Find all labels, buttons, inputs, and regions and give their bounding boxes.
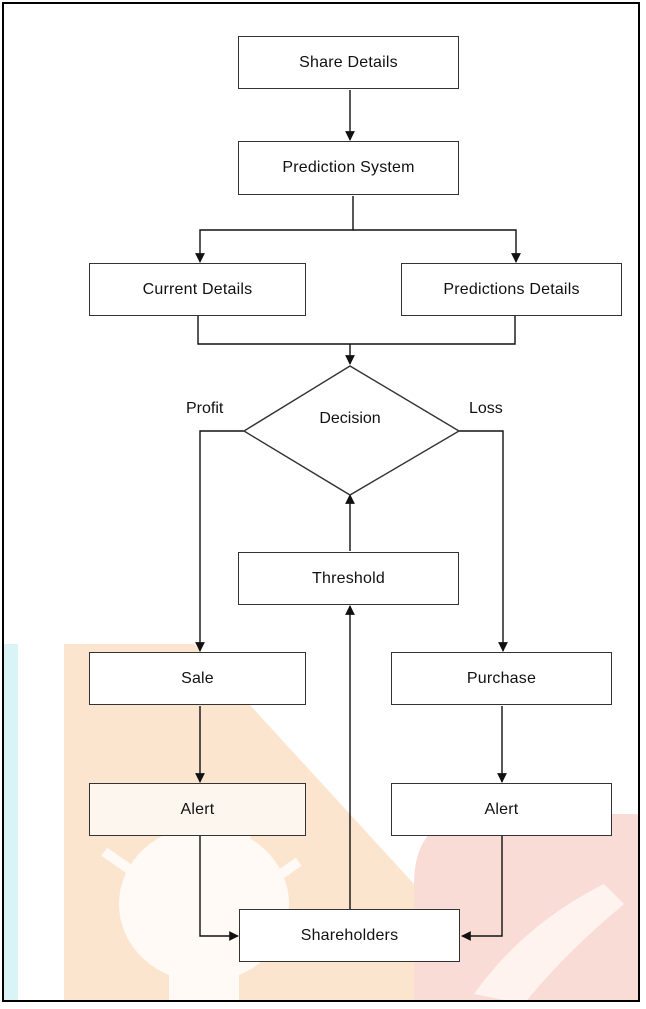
watermark-left-stripe xyxy=(4,644,18,1000)
watermark-red-shape xyxy=(414,814,638,1000)
node-predictions-details: Predictions Details xyxy=(401,263,622,316)
arrow-alert-right-to-shareholders xyxy=(461,836,503,941)
diagram-frame: Share Details Prediction System Current … xyxy=(2,2,640,1002)
node-shareholders: Shareholders xyxy=(239,909,460,962)
node-prediction-system: Prediction System xyxy=(238,141,459,195)
node-threshold: Threshold xyxy=(238,552,459,605)
node-current-details: Current Details xyxy=(89,263,306,316)
node-share-details: Share Details xyxy=(238,36,459,89)
decision-diamond xyxy=(242,365,461,496)
node-decision-label: Decision xyxy=(319,410,381,427)
edge-label-profit: Profit xyxy=(186,400,224,417)
node-purchase: Purchase xyxy=(391,652,612,705)
connectors xyxy=(195,90,521,941)
edge-label-loss: Loss xyxy=(469,400,503,417)
node-alert-left: Alert xyxy=(89,783,306,836)
arrow-prediction-split xyxy=(195,196,354,263)
line-current-merge xyxy=(197,316,516,345)
arrow-alert-left-to-shareholders xyxy=(199,836,239,941)
arrow-prediction-to-predictions xyxy=(353,229,521,263)
node-sale: Sale xyxy=(89,652,306,705)
arrow-profit-to-sale xyxy=(195,430,244,652)
arrow-loss-to-purchase xyxy=(459,430,508,652)
node-alert-right: Alert xyxy=(391,783,612,836)
watermark-book-icon xyxy=(474,884,624,1000)
